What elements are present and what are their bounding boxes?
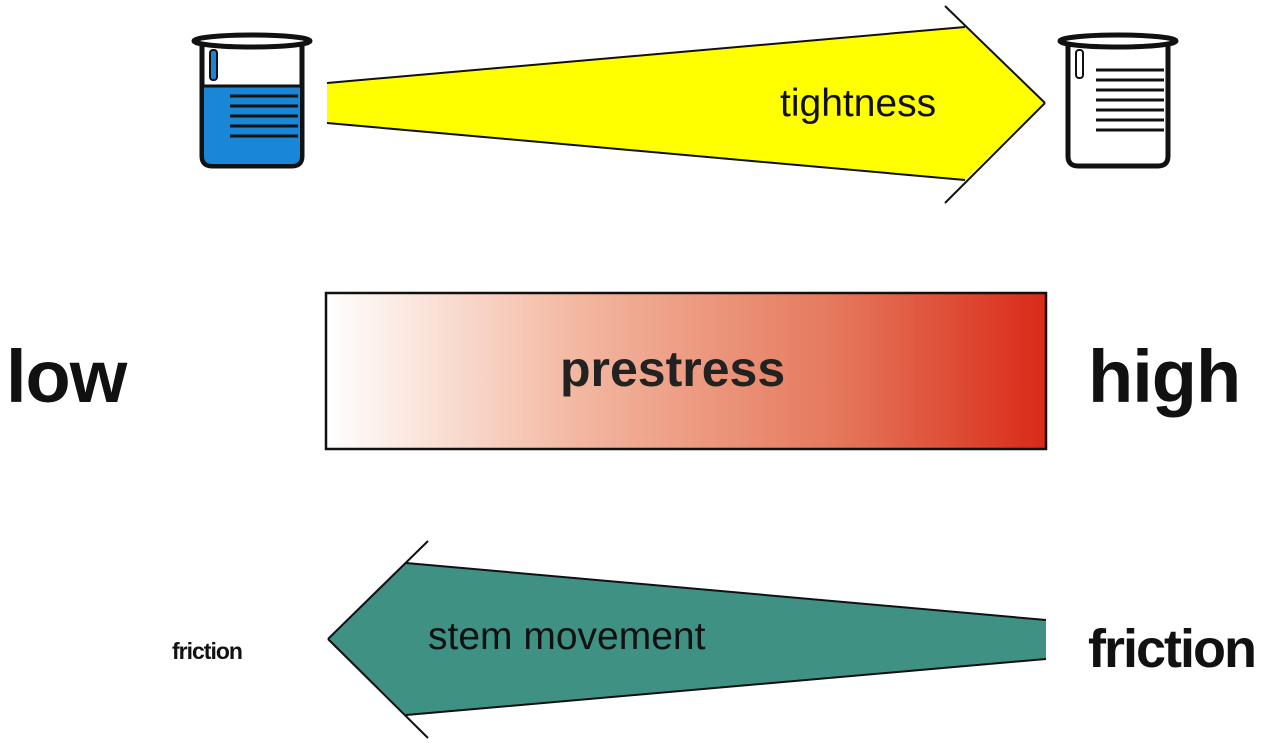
stem-movement-label: stem movement	[428, 615, 706, 658]
friction-high-label: friction	[1088, 619, 1257, 679]
prestress-bar	[324, 291, 1048, 451]
beaker-empty-icon	[1057, 32, 1179, 169]
stem-movement-arrow-outline	[327, 540, 1047, 739]
prestress-label: prestress	[560, 341, 786, 397]
tightness-arrow	[327, 27, 1045, 180]
low-label: low	[6, 335, 127, 418]
beaker-full-icon	[191, 32, 313, 169]
high-label: high	[1088, 335, 1241, 418]
stem-movement-arrow	[328, 563, 1046, 715]
tightness-label: tightness	[780, 82, 937, 125]
tightness-arrow-outline	[326, 5, 1046, 204]
friction-low-label: friction	[172, 638, 243, 664]
